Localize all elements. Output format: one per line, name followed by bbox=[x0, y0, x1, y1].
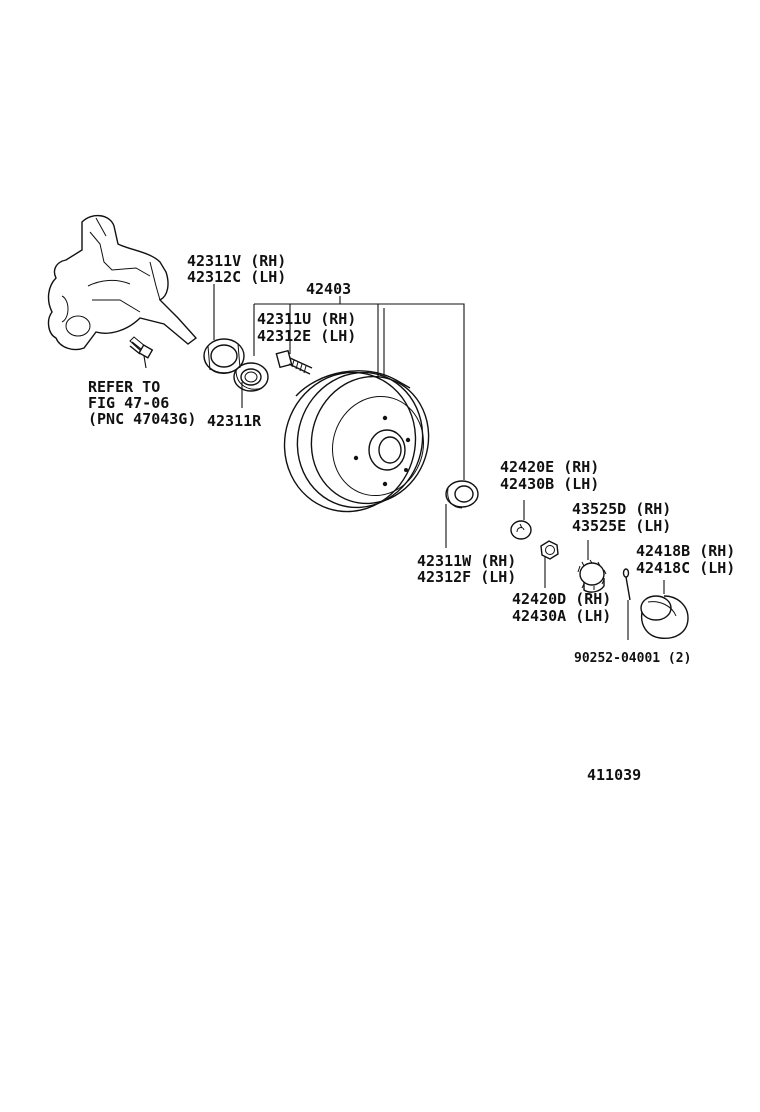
label-hub-assy: 42403 bbox=[306, 280, 351, 298]
inner-race bbox=[203, 338, 245, 374]
label-inner-race-lh: 42312C (LH) bbox=[187, 268, 286, 286]
label-outer-bearing-rh: 42311W (RH) bbox=[417, 552, 516, 570]
label-inner-bearing: 42311R bbox=[207, 412, 262, 430]
hub-bolt bbox=[275, 349, 313, 375]
outer-bearing bbox=[445, 480, 479, 509]
knuckle-bolt bbox=[129, 336, 154, 359]
brake-drum bbox=[283, 370, 430, 513]
label-lock-cap-rh: 43525D (RH) bbox=[572, 500, 671, 518]
steering-knuckle bbox=[47, 215, 198, 351]
leader-lines bbox=[143, 284, 665, 640]
hub-nut bbox=[540, 540, 559, 560]
label-cotter-pin: 90252-04001 (2) bbox=[574, 651, 691, 666]
label-washer-lh: 42430B (LH) bbox=[500, 475, 599, 493]
figure-number: 411039 bbox=[587, 766, 641, 784]
label-hub-bolt-rh: 42311U (RH) bbox=[257, 310, 356, 328]
nut-lock-cap bbox=[577, 559, 607, 593]
label-refer-to: REFER TO bbox=[88, 378, 160, 396]
grease-cap bbox=[640, 595, 689, 639]
label-grease-cap-lh: 42418C (LH) bbox=[636, 559, 735, 577]
label-inner-race-rh: 42311V (RH) bbox=[187, 252, 286, 270]
label-hub-bolt-lh: 42312E (LH) bbox=[257, 327, 356, 345]
label-nut-lh: 42430A (LH) bbox=[512, 607, 611, 625]
label-grease-cap-rh: 42418B (RH) bbox=[636, 542, 735, 560]
label-outer-bearing-lh: 42312F (LH) bbox=[417, 568, 516, 586]
label-nut-rh: 42420D (RH) bbox=[512, 590, 611, 608]
label-refer-pnc: (PNC 47043G) bbox=[88, 410, 196, 428]
label-lock-cap-lh: 43525E (LH) bbox=[572, 517, 671, 535]
label-washer-rh: 42420E (RH) bbox=[500, 458, 599, 476]
washer bbox=[510, 520, 532, 540]
inner-bearing bbox=[233, 362, 269, 392]
cotter-pin bbox=[622, 568, 631, 601]
label-refer-fig: FIG 47-06 bbox=[88, 394, 169, 412]
